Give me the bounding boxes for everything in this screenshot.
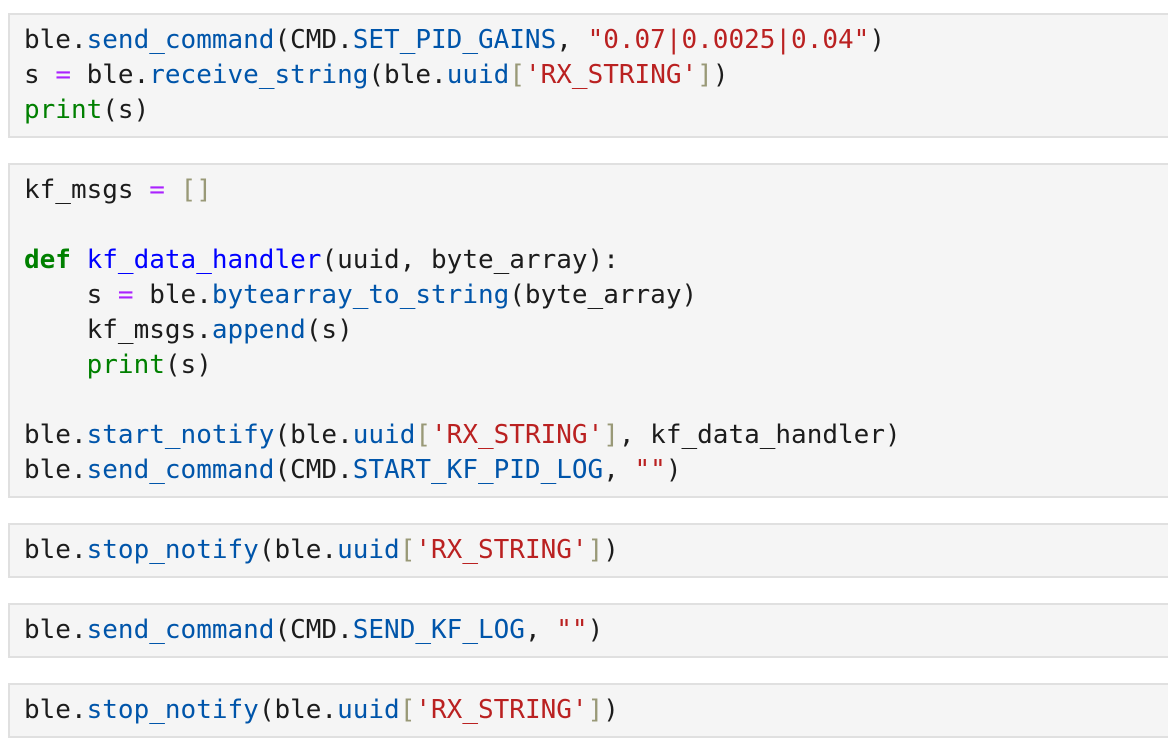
code-token-text: ) xyxy=(665,455,682,485)
code-token-string: 'RX_STRING' xyxy=(415,535,588,565)
code-token-bracket: ] xyxy=(587,535,604,565)
code-token-text: ) xyxy=(603,535,619,565)
code-token-text: (uuid, byte_array): xyxy=(321,245,619,275)
code-line: ble.stop_notify(ble.uuid['RX_STRING']) xyxy=(24,693,1168,728)
code-token-property: stop_notify xyxy=(86,695,259,725)
code-token-text: s xyxy=(24,280,118,310)
code-cell-2[interactable]: kf_msgs = [] def kf_data_handler(uuid, by… xyxy=(8,163,1168,498)
code-token-property: send_command xyxy=(86,25,275,55)
code-line-empty xyxy=(24,383,1168,418)
code-token-property: bytearray_to_string xyxy=(211,280,510,310)
code-token-text: s xyxy=(24,60,56,90)
code-token-property: uuid xyxy=(352,420,416,450)
code-token-bracket: [ xyxy=(415,420,432,450)
code-line-empty xyxy=(24,208,1168,243)
code-token-text: , xyxy=(524,615,557,645)
code-token-definition: kf_data_handler xyxy=(86,245,322,275)
code-token-string: 'RX_STRING' xyxy=(431,420,604,450)
code-token-text: , xyxy=(603,455,635,485)
code-token-text: (ble. xyxy=(258,535,338,565)
code-token-string: "" xyxy=(556,615,588,645)
code-token-text: (ble. xyxy=(258,695,338,725)
code-token-text xyxy=(24,350,87,380)
code-token-property: uuid xyxy=(446,60,510,90)
code-line: ble.start_notify(ble.uuid['RX_STRING'], … xyxy=(24,418,1168,453)
code-token-string: 'RX_STRING' xyxy=(524,60,698,90)
code-token-text: kf_msgs xyxy=(24,175,150,205)
code-token-text: ble. xyxy=(24,695,87,725)
code-line: ble.send_command(CMD.SEND_KF_LOG, "") xyxy=(24,613,1168,648)
code-line: kf_msgs = [] xyxy=(24,173,1168,208)
code-cell-1[interactable]: ble.send_command(CMD.SET_PID_GAINS, "0.0… xyxy=(8,13,1168,138)
code-token-property: start_notify xyxy=(86,420,275,450)
code-token-text xyxy=(165,175,181,205)
code-token-operator: = xyxy=(117,280,134,310)
code-token-text: ) xyxy=(587,615,604,645)
code-token-builtin: print xyxy=(24,95,103,125)
code-token-property: receive_string xyxy=(149,60,369,90)
code-token-property: SEND_KF_LOG xyxy=(352,615,525,645)
code-token-text: (CMD. xyxy=(274,25,353,55)
code-token-string: 'RX_STRING' xyxy=(415,695,588,725)
code-token-text: (s) xyxy=(305,315,353,345)
code-token-text: ble. xyxy=(24,420,87,450)
code-token-text: ble. xyxy=(24,455,87,485)
code-token-text: (ble. xyxy=(368,60,447,90)
code-line: kf_msgs.append(s) xyxy=(24,313,1168,348)
code-line: print(s) xyxy=(24,348,1168,383)
code-line: s = ble.bytearray_to_string(byte_array) xyxy=(24,278,1168,313)
code-token-text: ) xyxy=(603,695,619,725)
code-token-property: append xyxy=(211,315,306,345)
code-token-property: uuid xyxy=(337,695,400,725)
code-line: s = ble.receive_string(ble.uuid['RX_STRI… xyxy=(24,58,1168,93)
code-token-builtin: print xyxy=(86,350,165,380)
code-line: ble.send_command(CMD.SET_PID_GAINS, "0.0… xyxy=(24,23,1168,58)
code-token-bracket: [ xyxy=(509,60,525,90)
code-token-text: ble. xyxy=(24,615,87,645)
code-line: def kf_data_handler(uuid, byte_array): xyxy=(24,243,1168,278)
code-token-bracket: ] xyxy=(697,60,713,90)
code-token-string: "" xyxy=(634,455,666,485)
code-token-bracket: [] xyxy=(180,175,212,205)
code-token-text: ble. xyxy=(70,60,150,90)
code-line: ble.send_command(CMD.START_KF_PID_LOG, "… xyxy=(24,453,1168,488)
code-token-property: START_KF_PID_LOG xyxy=(352,455,604,485)
code-token-text xyxy=(71,245,87,275)
code-token-property: SET_PID_GAINS xyxy=(352,25,557,55)
code-token-text: ble. xyxy=(24,535,87,565)
code-cell-4[interactable]: ble.send_command(CMD.SEND_KF_LOG, "") xyxy=(8,603,1168,658)
code-token-bracket: [ xyxy=(399,695,416,725)
code-token-text: ) xyxy=(712,60,729,90)
code-token-text: , xyxy=(556,25,588,55)
code-token-operator: = xyxy=(149,175,165,205)
code-token-text: ) xyxy=(869,25,885,55)
code-token-text: (ble. xyxy=(274,420,353,450)
code-token-string: "0.07|0.0025|0.04" xyxy=(587,25,870,55)
code-line: print(s) xyxy=(24,93,1168,128)
code-token-text: (CMD. xyxy=(274,455,353,485)
code-token-text: (s) xyxy=(102,95,150,125)
code-token-text: ble. xyxy=(24,25,87,55)
code-token-operator: = xyxy=(55,60,71,90)
code-token-property: send_command xyxy=(86,615,275,645)
code-token-text: , kf_data_handler) xyxy=(618,420,901,450)
code-token-text: (byte_array) xyxy=(509,280,698,310)
code-line: ble.stop_notify(ble.uuid['RX_STRING']) xyxy=(24,533,1168,568)
code-cell-5[interactable]: ble.stop_notify(ble.uuid['RX_STRING']) xyxy=(8,683,1168,738)
code-token-bracket: [ xyxy=(399,535,416,565)
code-token-text: kf_msgs. xyxy=(24,315,212,345)
code-cell-3[interactable]: ble.stop_notify(ble.uuid['RX_STRING']) xyxy=(8,523,1168,578)
notebook: ble.send_command(CMD.SET_PID_GAINS, "0.0… xyxy=(8,13,1168,738)
code-token-text: (CMD. xyxy=(274,615,353,645)
code-token-property: stop_notify xyxy=(86,535,259,565)
code-token-bracket: ] xyxy=(603,420,619,450)
code-token-text: ble. xyxy=(133,280,212,310)
code-token-property: uuid xyxy=(337,535,400,565)
code-token-property: send_command xyxy=(86,455,275,485)
code-token-bracket: ] xyxy=(587,695,604,725)
code-token-text: (s) xyxy=(164,350,212,380)
code-token-keyword: def xyxy=(24,245,71,275)
